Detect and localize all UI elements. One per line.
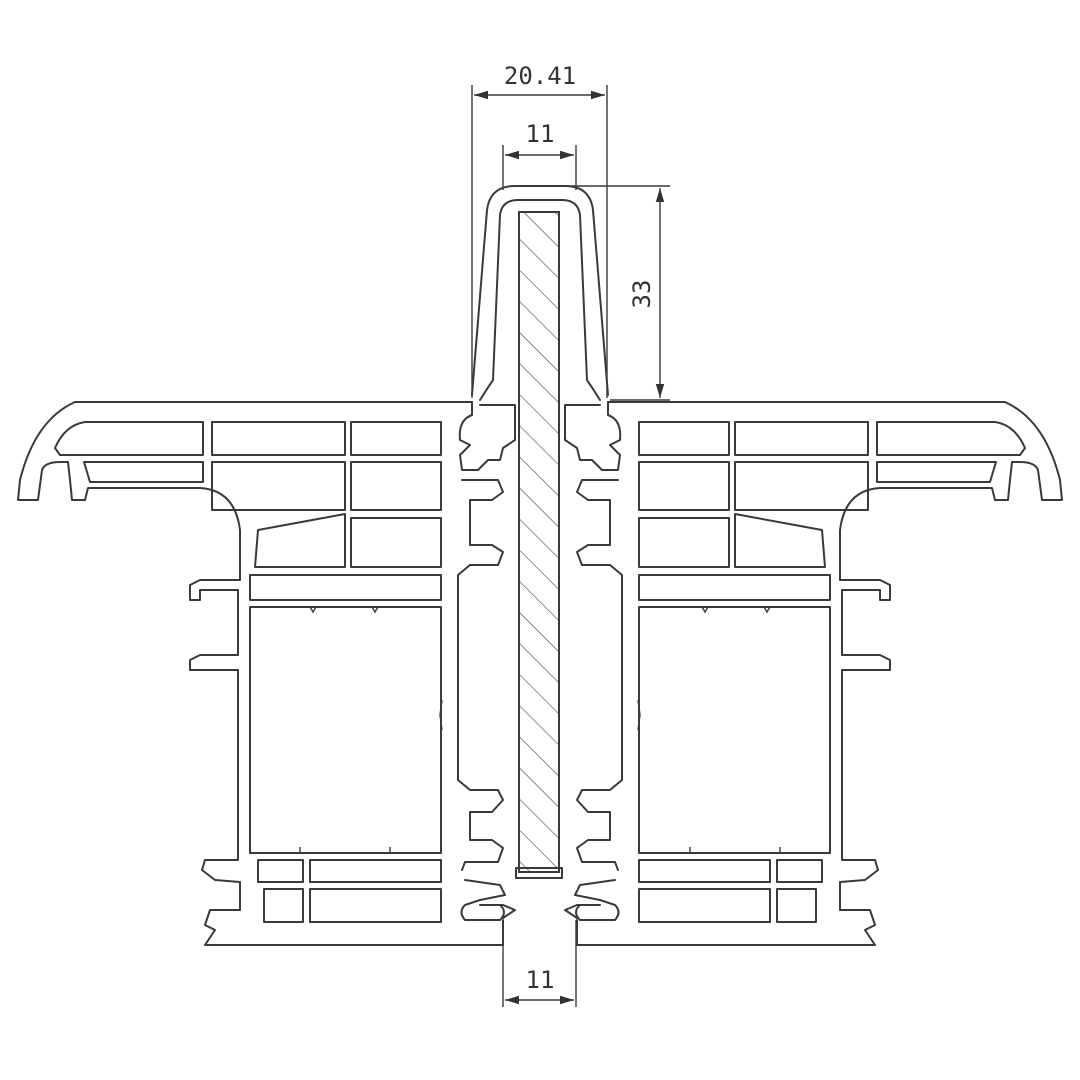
glass-setting-block bbox=[515, 867, 563, 879]
glass-pane bbox=[518, 211, 560, 873]
dimension-cap-height: 33 bbox=[565, 185, 670, 401]
dimension-label: 33 bbox=[628, 280, 656, 309]
profile-right-half bbox=[539, 185, 1063, 946]
dimension-label: 11 bbox=[526, 966, 555, 994]
dimension-glass-top: 11 bbox=[502, 120, 577, 190]
dimension-label: 11 bbox=[526, 120, 555, 148]
dimension-label: 20.41 bbox=[504, 62, 576, 90]
dimension-glass-bottom: 11 bbox=[502, 920, 577, 1007]
profile-left-half bbox=[17, 185, 541, 946]
dimension-cap-width: 20.41 bbox=[471, 62, 608, 398]
